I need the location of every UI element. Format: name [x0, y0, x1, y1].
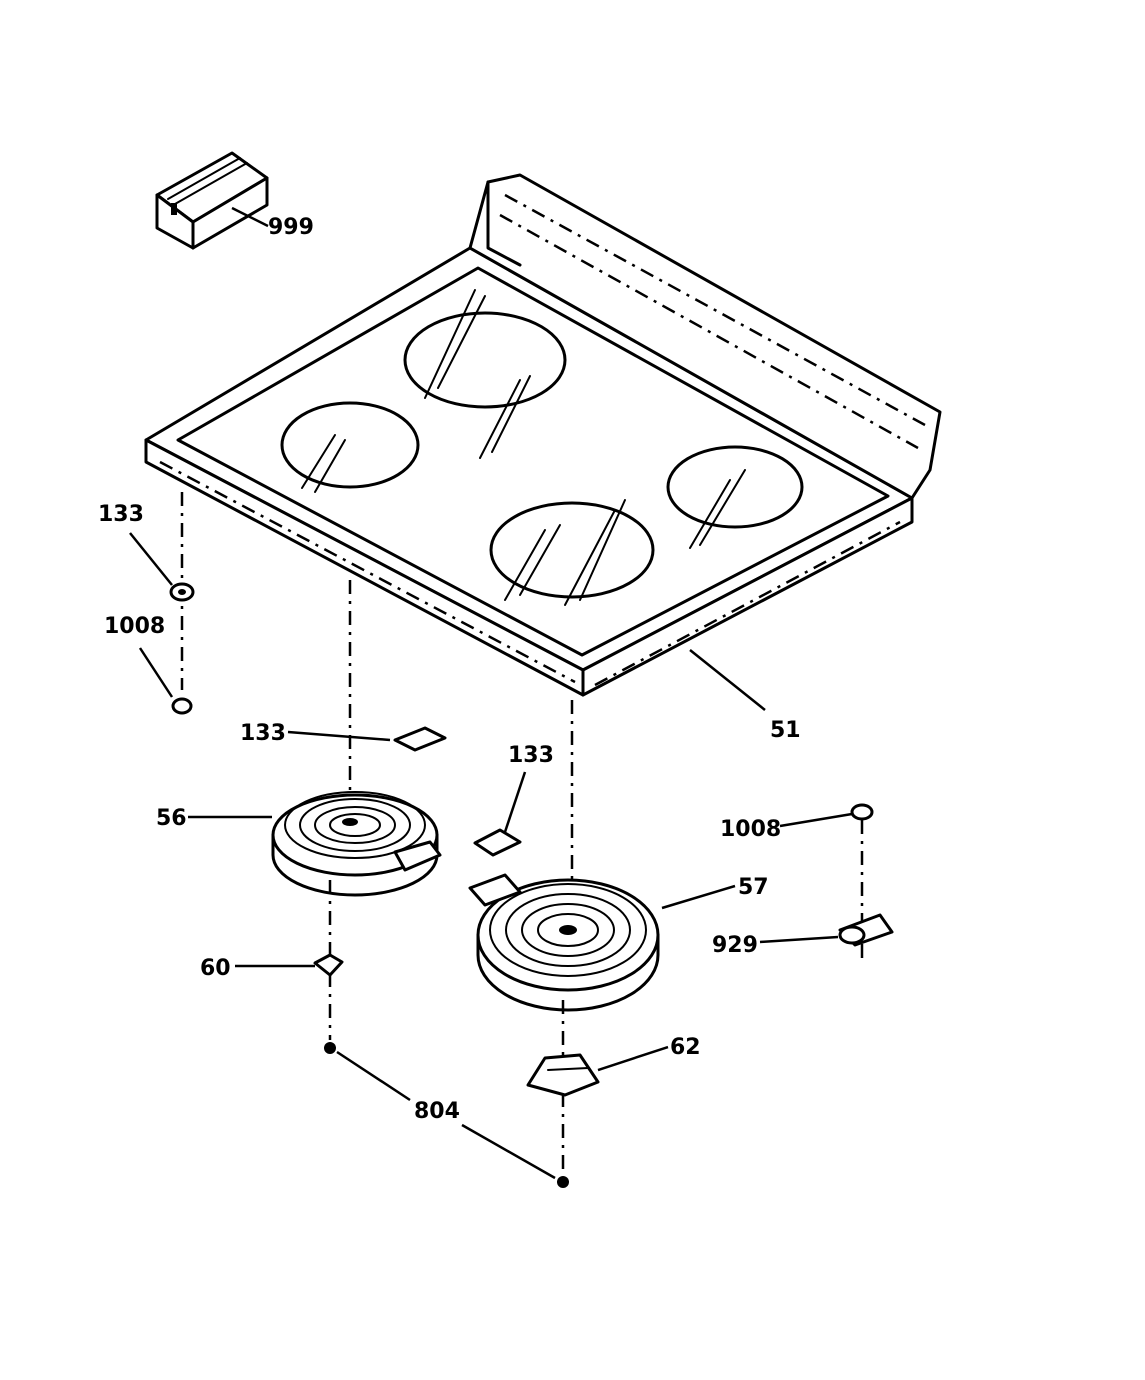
part-62-bracket [526, 1045, 669, 1097]
part-60-clip [235, 953, 344, 977]
part-1008-screw-left [138, 647, 193, 715]
callout-56: 56 [156, 806, 187, 831]
callout-999: 999 [268, 215, 314, 240]
part-133-pad-right [473, 771, 527, 857]
callout-1008-left: 1008 [104, 614, 165, 639]
callout-57: 57 [738, 875, 769, 900]
callout-133-center: 133 [240, 721, 286, 746]
part-56-radiant-element [188, 580, 442, 1040]
part-133-pad-center [287, 726, 447, 752]
part-133-washer-left [129, 492, 195, 690]
part-999-box [155, 151, 269, 250]
callout-133-right: 133 [508, 743, 554, 768]
callout-133-left: 133 [98, 502, 144, 527]
callout-60: 60 [200, 956, 231, 981]
part-929-bracket [759, 913, 894, 947]
callout-62: 62 [670, 1035, 701, 1060]
callout-51: 51 [770, 718, 801, 743]
callout-804: 804 [414, 1099, 460, 1124]
callout-1008-right: 1008 [720, 817, 781, 842]
part-57-radiant-element [468, 700, 736, 1175]
part-804-screws [324, 1042, 569, 1188]
callout-929: 929 [712, 933, 758, 958]
part-51-cooktop [144, 173, 942, 711]
